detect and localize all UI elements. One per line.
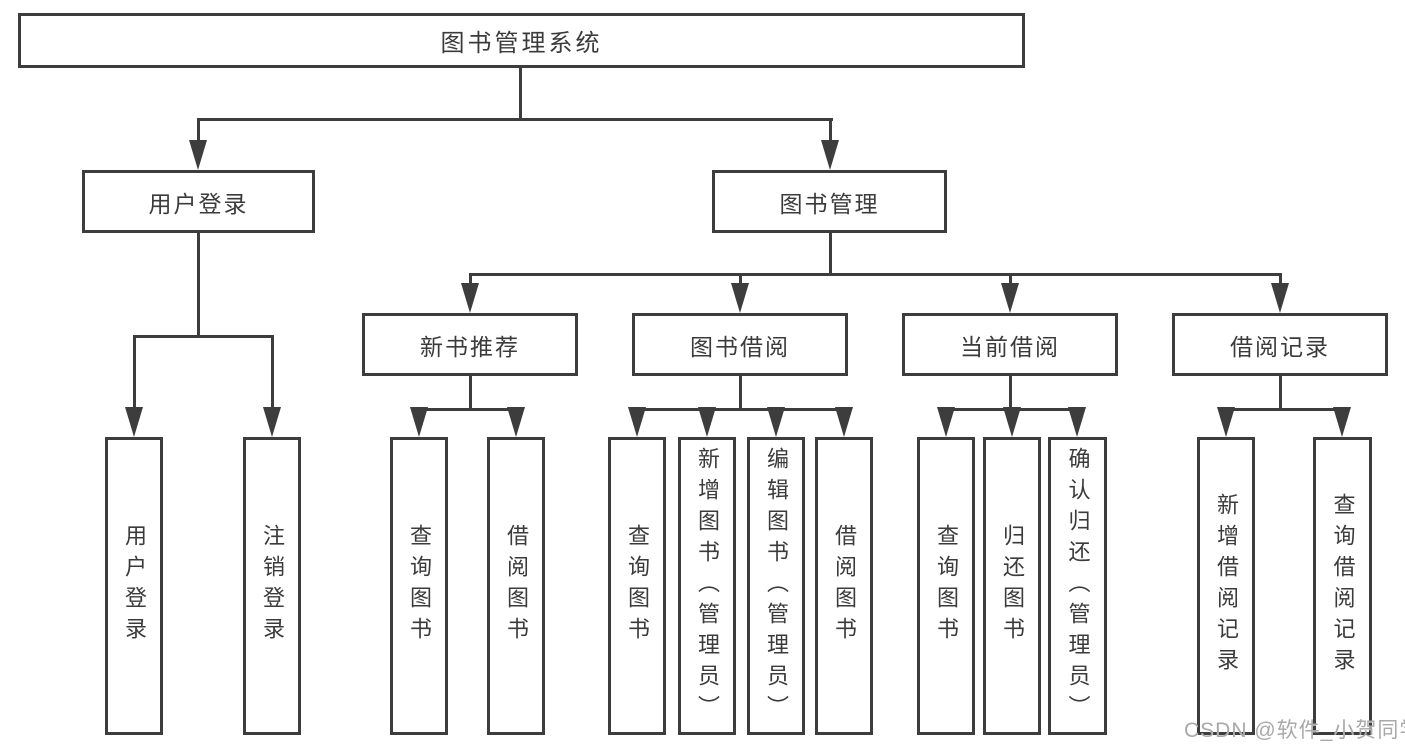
node-book-borrowing: 图书借阅 [632,313,848,376]
arrow-down-icon [263,407,281,437]
arrow-down-icon [628,407,646,437]
arrow-down-icon [1068,407,1086,437]
leaf-return-books: 归还图书 [983,437,1041,735]
node-label: 编辑图书（管理员） [764,446,789,726]
arrow-down-icon [507,407,525,437]
node-label: 查询借阅记录 [1330,493,1356,679]
connector-line [133,335,136,412]
node-label: 图书借阅 [690,333,790,360]
connector-line [1279,376,1282,408]
node-label: 借阅记录 [1230,333,1330,360]
leaf-query-books-borrowing: 查询图书 [608,437,666,735]
connector-line [197,233,200,335]
arrow-down-icon [410,407,428,437]
connector-line [197,118,833,121]
arrow-down-icon [461,283,479,313]
connector-line [469,376,472,408]
connector-line [519,68,522,118]
connector-line [1009,376,1012,408]
node-label: 确认归还（管理员） [1065,446,1091,726]
arrow-down-icon [835,407,853,437]
node-label: 新书推荐 [420,333,520,360]
leaf-borrow-books-borrowing: 借阅图书 [815,437,873,735]
node-label: 当前借阅 [960,333,1060,360]
leaf-edit-book-admin: 编辑图书（管理员） [747,437,805,735]
node-label: 新增图书（管理员） [695,446,720,726]
arrow-down-icon [821,140,839,170]
connector-line [829,233,832,273]
node-label: 图书管理 [779,190,880,217]
arrow-down-icon [1217,407,1235,437]
connector-line [1279,273,1282,287]
node-label: 用户登录 [122,524,147,648]
arrow-down-icon [189,140,207,170]
connector-line [418,408,518,411]
arrow-down-icon [1333,407,1351,437]
node-library-management-system: 图书管理系统 [18,13,1025,68]
leaf-confirm-return-admin: 确认归还（管理员） [1048,437,1107,735]
node-borrowing-records: 借阅记录 [1172,313,1388,376]
connector-line [133,335,274,338]
node-label: 查询图书 [625,524,650,648]
node-label: 查询图书 [934,524,959,648]
leaf-query-books-recommend: 查询图书 [390,437,448,735]
arrow-down-icon [125,407,143,437]
arrow-down-icon [1003,407,1021,437]
arrow-down-icon [731,283,749,313]
connector-line [1009,273,1012,287]
arrow-down-icon [1001,283,1019,313]
connector-line [739,273,742,287]
arrow-down-icon [698,407,716,437]
connector-line [739,376,742,408]
node-label: 图书管理系统 [440,30,603,57]
arrow-down-icon [937,407,955,437]
node-label: 新增借阅记录 [1214,493,1239,679]
arrow-down-icon [1271,283,1289,313]
leaf-user-login: 用户登录 [105,437,163,735]
leaf-query-books-current: 查询图书 [917,437,975,735]
node-label: 借阅图书 [504,524,529,648]
node-new-book-recommendation: 新书推荐 [362,313,578,376]
leaf-add-borrow-record: 新增借阅记录 [1197,437,1255,735]
leaf-borrow-books-recommend: 借阅图书 [487,437,545,735]
connector-line [469,273,472,287]
connector-line [829,118,832,144]
node-label: 查询图书 [407,524,432,648]
leaf-logout-login: 注销登录 [243,437,301,735]
connector-line [636,408,846,411]
connector-line [271,335,274,412]
node-user-login: 用户登录 [82,170,315,233]
node-label: 注销登录 [260,524,285,648]
connector-line [469,273,1282,276]
leaf-add-book-admin: 新增图书（管理员） [678,437,736,735]
connector-line [197,118,200,144]
node-label: 借阅图书 [832,524,857,648]
node-book-management: 图书管理 [712,170,947,233]
arrow-down-icon [767,407,785,437]
csdn-watermark: CSDN @软件_小贺同学 [1184,719,1405,742]
leaf-query-borrow-record: 查询借阅记录 [1313,437,1372,735]
node-label: 归还图书 [1000,524,1025,648]
node-label: 用户登录 [148,190,249,217]
node-current-borrowing: 当前借阅 [902,313,1118,376]
connector-line [1225,408,1344,411]
